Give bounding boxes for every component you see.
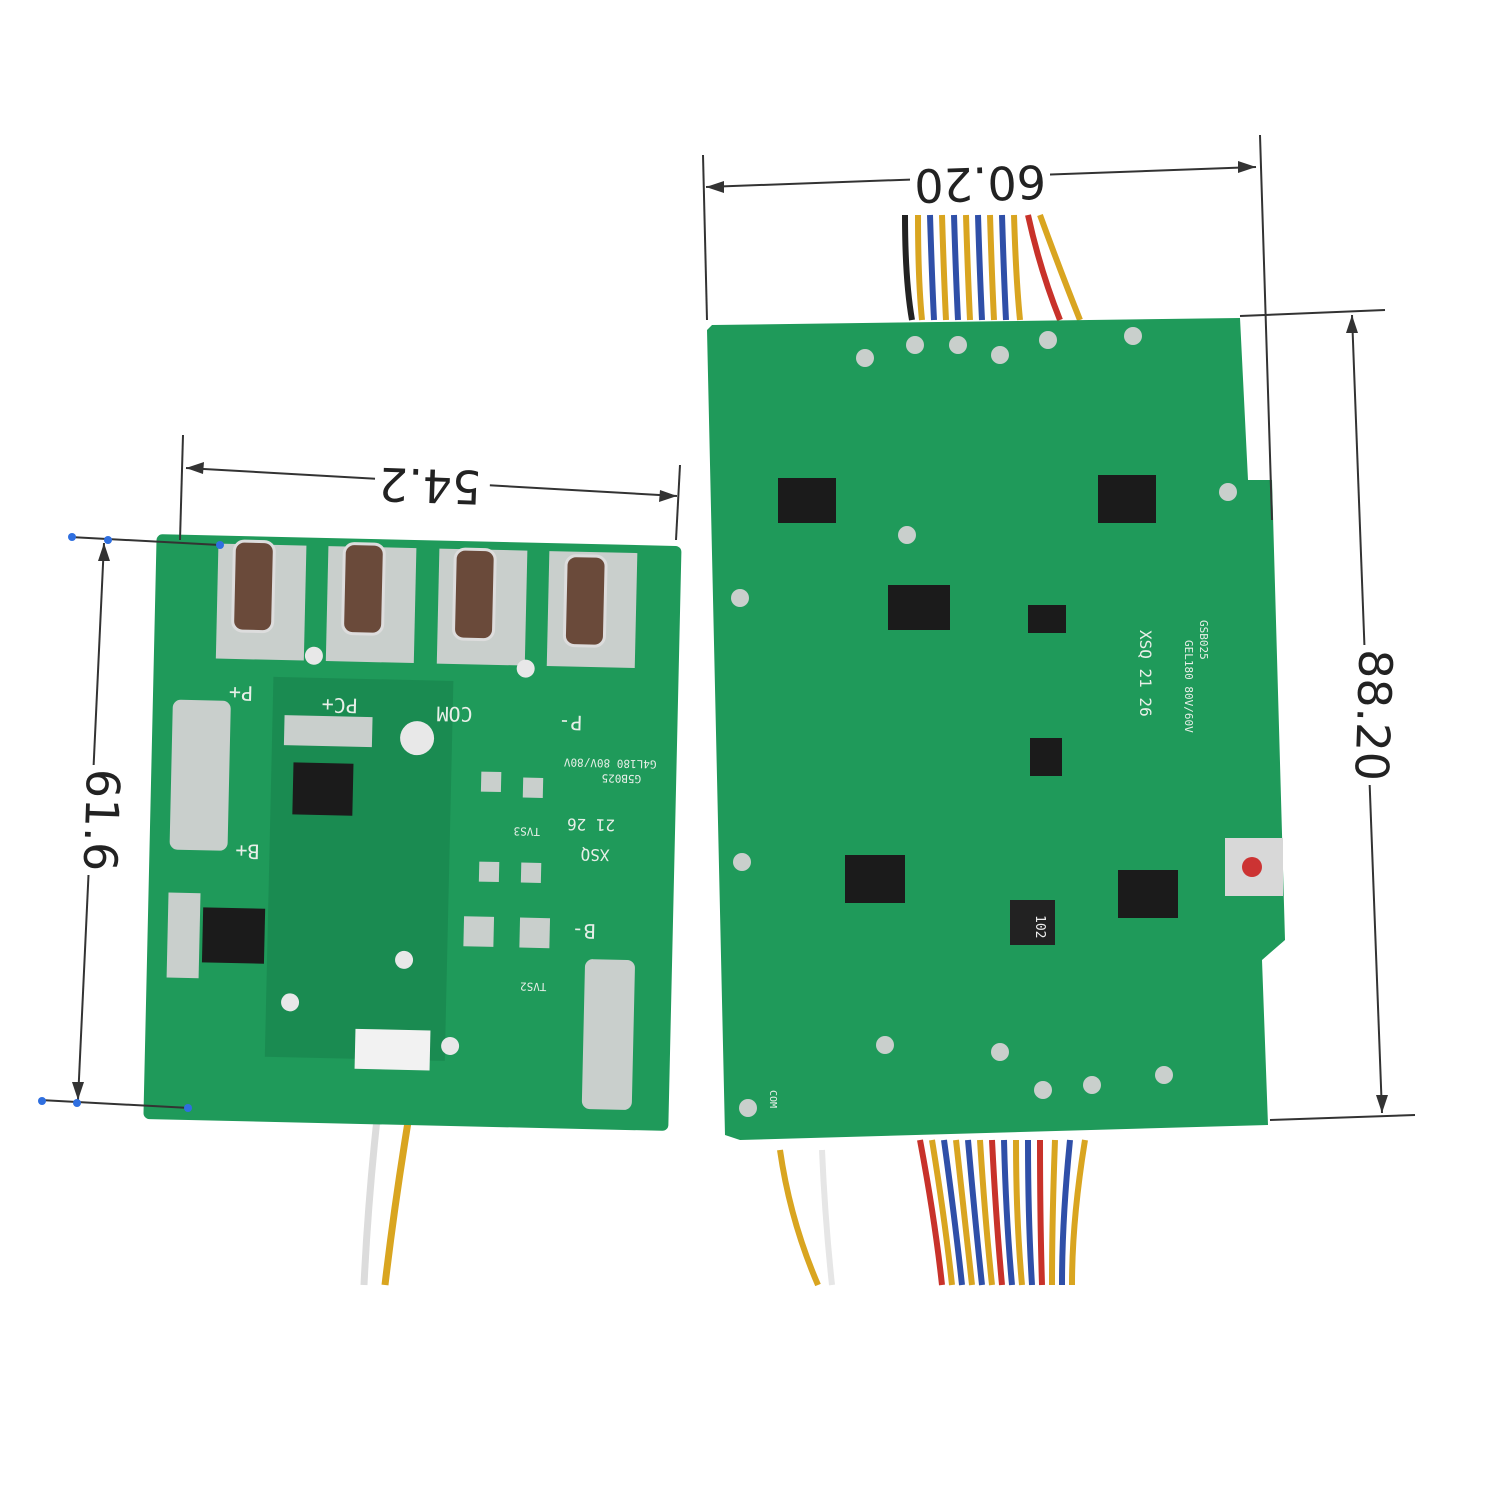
top-wire-bundle — [902, 213, 1083, 322]
small-pcb-board: P+ PC+ COM P- B+ B- XSQ 21 26 TVS3 TVS2 … — [143, 534, 682, 1131]
dim-large-width: 60.20 — [913, 154, 1047, 213]
jst-connector — [354, 1028, 431, 1071]
measurement-handles — [38, 533, 224, 1112]
reset-button — [1242, 857, 1262, 877]
label-xsq: XSQ — [580, 845, 609, 865]
bottom-wire-bundle — [777, 1139, 1088, 1287]
terminal-connectors — [231, 539, 608, 648]
label-p-minus: P- — [558, 710, 583, 735]
label-date: 21 26 — [567, 815, 616, 835]
label-rating-large: GEL180 80V/60V — [1182, 640, 1195, 733]
label-com: COM — [436, 702, 473, 727]
label-b-plus: B+ — [235, 839, 260, 864]
label-b-minus: B- — [571, 919, 596, 944]
label-model-large: GSB025 — [1197, 620, 1210, 660]
ic-chips — [778, 475, 1178, 918]
dim-small-height: 61.6 — [73, 768, 131, 872]
label-com-large: COM — [767, 1090, 778, 1108]
label-tvs3: TVS3 — [513, 824, 540, 838]
label-p-plus: P+ — [229, 681, 254, 706]
dim-small-width: 54.2 — [378, 457, 482, 515]
label-xsq-large: XSQ 21 26 — [1136, 630, 1155, 717]
small-board-wires — [360, 1109, 414, 1286]
mosfets — [201, 762, 354, 964]
label-rating: G4L180 80V/80V — [563, 755, 656, 770]
label-tvs2: TVS2 — [520, 980, 547, 994]
label-model: G5B025 — [601, 771, 641, 785]
label-resistor: 102 — [1032, 915, 1047, 938]
large-pcb-board: XSQ 21 26 GSB025 GEL180 80V/60V 102 COM — [707, 318, 1285, 1140]
dimension-arrowheads — [72, 161, 1388, 1113]
label-pc-plus: PC+ — [321, 693, 358, 718]
dim-large-height: 88.20 — [1344, 648, 1403, 782]
